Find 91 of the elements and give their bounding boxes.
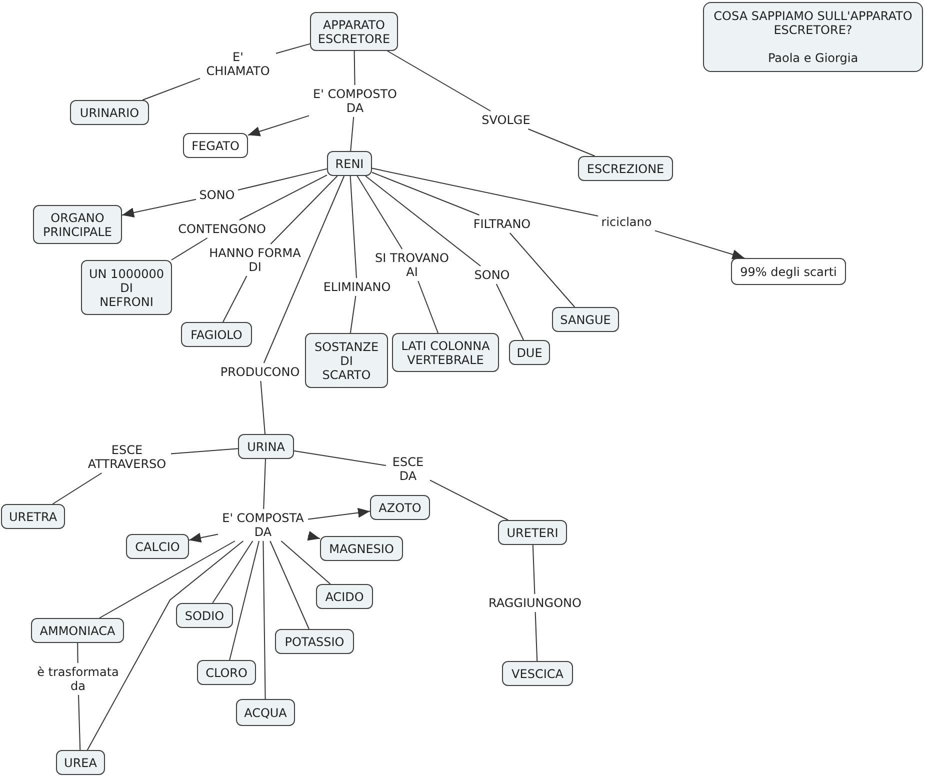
concept-box: URINARIO	[70, 100, 149, 125]
concept-box: CALCIO	[126, 534, 189, 559]
connector-line	[270, 176, 338, 244]
node-heading: COSA SAPPIAMO SULL'APPARATO ESCRETORE?	[714, 9, 912, 37]
linking-phrase: riciclano	[600, 215, 653, 229]
connector-line	[372, 172, 480, 216]
concept-box: URINA	[238, 434, 294, 459]
linking-phrase: ELIMINANO	[322, 280, 392, 294]
concept-box: UREA	[56, 750, 105, 775]
connector-line	[239, 174, 328, 220]
linking-phrase: HANNO FORMA DI	[207, 246, 303, 274]
arrow	[248, 115, 310, 136]
concept-box: SANGUE	[552, 307, 619, 332]
connector-line	[142, 78, 200, 100]
connector-line	[356, 176, 403, 250]
linking-phrase: ESCE ATTRAVERSO	[85, 443, 169, 471]
linking-phrase: E' CHIAMATO	[202, 50, 274, 78]
connector-line	[270, 540, 310, 630]
linking-phrase: CONTENGONO	[177, 222, 267, 236]
connector-line	[280, 540, 331, 584]
concept-box: FEGATO	[183, 133, 248, 158]
concept-box: FAGIOLO	[181, 322, 252, 347]
connector-line	[534, 612, 538, 662]
connector-line	[86, 540, 244, 750]
concept-box: URETRA	[1, 504, 65, 529]
arrow	[188, 532, 218, 543]
connector-line	[263, 458, 266, 510]
concept-box: URETERI	[498, 520, 567, 545]
connector-line	[350, 116, 354, 152]
concept-box: SODIO	[176, 603, 233, 628]
connector-line	[294, 450, 386, 466]
arrow	[654, 230, 745, 260]
arrow	[308, 508, 370, 520]
arrow	[307, 530, 320, 541]
concept-box: APPARATO ESCRETORE	[310, 12, 398, 51]
connector-line	[229, 540, 260, 660]
linking-phrase: SONO	[473, 268, 511, 282]
connector-line	[354, 50, 356, 86]
connector-line	[430, 480, 508, 520]
concept-box: DUE	[509, 340, 550, 365]
concept-box: AMMONIACA	[31, 618, 124, 643]
concept-box: RENI	[327, 151, 372, 176]
connector-line	[99, 540, 236, 618]
connector-line	[387, 50, 491, 112]
concept-box: 99% degli scarti	[731, 258, 846, 285]
connector-line	[263, 176, 345, 364]
connector-line	[262, 540, 266, 700]
connector-line	[260, 380, 266, 434]
concept-box: POTASSIO	[275, 629, 354, 654]
concept-box: AZOTO	[370, 495, 430, 520]
connector-line	[238, 168, 328, 190]
connector-line	[350, 176, 357, 278]
concept-box: UN 1000000 DI NEFRONI	[81, 260, 172, 315]
linking-phrase: SONO	[198, 188, 236, 202]
linking-phrase: PRODUCONO	[219, 365, 301, 379]
connector-line	[532, 544, 536, 594]
connector-line	[365, 176, 481, 266]
linking-phrase: SI TROVANO AI	[373, 251, 451, 279]
arrow	[122, 198, 196, 218]
connector-line	[78, 694, 81, 750]
connector-line	[170, 238, 208, 260]
connector-line	[372, 168, 598, 216]
connector-line	[418, 280, 438, 334]
connector-line	[276, 43, 310, 54]
concept-box: ACQUA	[236, 699, 295, 726]
linking-phrase: ESCE DA	[388, 455, 428, 483]
concept-box: ORGANO PRINCIPALE	[33, 205, 122, 244]
connector-line	[509, 232, 576, 308]
node-text: Paola e Giorgia	[768, 51, 858, 65]
linking-phrase: E' COMPOSTO DA	[311, 87, 399, 115]
linking-phrase: è trasformata da	[36, 665, 120, 693]
concept-box: SOSTANZE DI SCARTO	[305, 333, 388, 388]
concept-box: MAGNESIO	[320, 536, 403, 561]
connector-line	[170, 448, 238, 454]
linking-phrase: E' COMPOSTA DA	[220, 511, 306, 539]
concept-box: ESCREZIONE	[578, 156, 673, 181]
concept-box: ACIDO	[316, 584, 373, 609]
connector-line	[350, 296, 356, 334]
connector-line	[212, 540, 254, 604]
concept-box: CLORO	[197, 660, 256, 685]
concept-box: VESCICA	[502, 661, 573, 686]
concept-box: LATI COLONNA VERTEBRALE	[392, 333, 499, 372]
title-card	[703, 2, 923, 72]
connector-line	[52, 472, 102, 504]
connector-line	[77, 642, 78, 664]
connector-line	[496, 284, 524, 340]
linking-phrase: FILTRANO	[471, 217, 533, 231]
linking-phrase: RAGGIUNGONO	[487, 596, 583, 610]
linking-phrase: SVOLGE	[480, 113, 532, 127]
connector-line	[528, 128, 596, 156]
connector-line	[222, 276, 248, 322]
